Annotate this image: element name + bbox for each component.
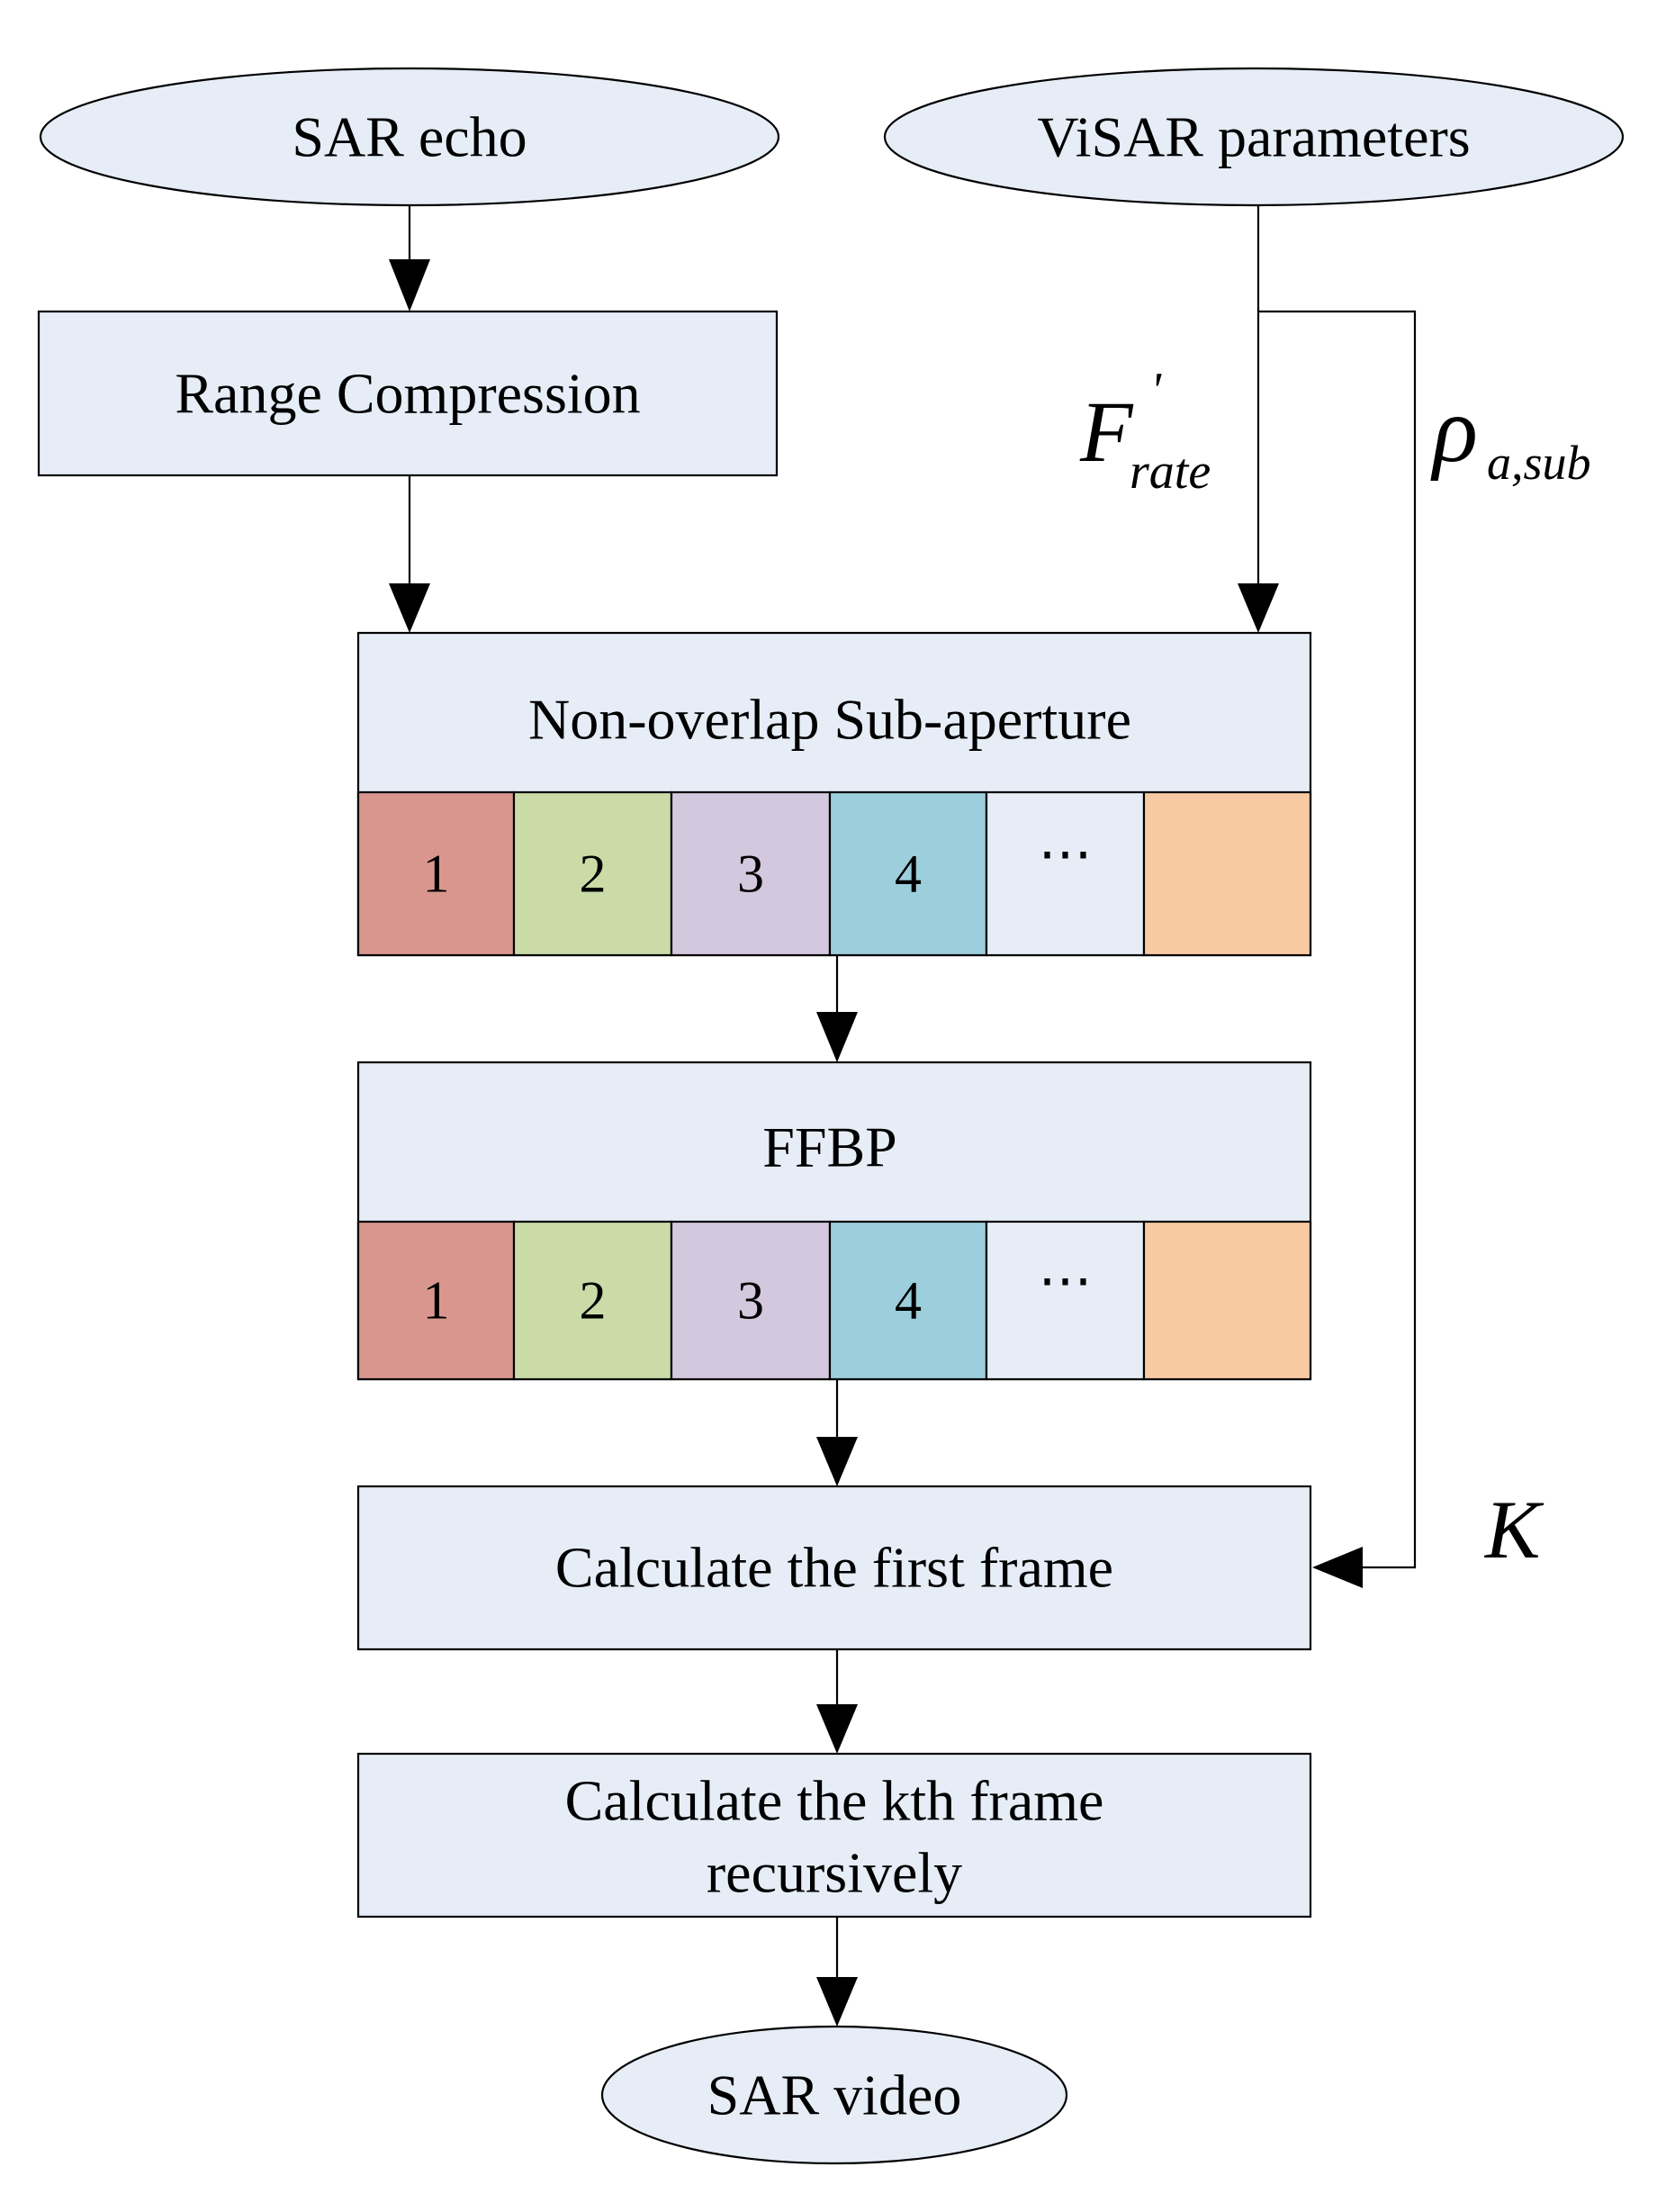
sar-echo-label: SAR echo xyxy=(292,105,527,169)
range-compression-label: Range Compression xyxy=(175,362,640,426)
ffbp-segment-3 xyxy=(670,1220,832,1381)
ffbp-segments: 1 2 3 4 ⋯ xyxy=(356,1220,1312,1381)
sar-video-label: SAR video xyxy=(707,2063,962,2127)
subaperture-segment-label-5: ⋯ xyxy=(1039,825,1093,884)
arrowhead-down xyxy=(816,1012,858,1062)
ffbp-node: FFBP 1 2 3 4 ⋯ xyxy=(356,1061,1312,1381)
sar-echo-node: SAR echo xyxy=(39,67,780,207)
subaperture-segment-label-2: 2 xyxy=(580,844,607,904)
ffbp-label: FFBP xyxy=(762,1115,896,1179)
ffbp-segment-5 xyxy=(985,1220,1146,1381)
arrowhead-down xyxy=(389,583,430,633)
arrowheads xyxy=(389,259,1363,2027)
arrowhead-down xyxy=(816,1437,858,1486)
subaperture-segments: 1 2 3 4 ⋯ xyxy=(356,790,1312,957)
ffbp-segment-label-4: 4 xyxy=(895,1271,922,1331)
arrowhead-down xyxy=(816,1704,858,1754)
kth-frame-label-line1: Calculate the kth frame xyxy=(565,1769,1104,1833)
rho-letter: ρ xyxy=(1430,378,1478,482)
non-overlap-subaperture-label: Non-overlap Sub-aperture xyxy=(528,688,1131,752)
f-rate-symbol: F ' rate xyxy=(1079,363,1211,500)
subaperture-segment-5 xyxy=(985,790,1146,957)
visar-parameters-node: ViSAR parameters xyxy=(883,67,1625,207)
ffbp-segment-1 xyxy=(356,1220,516,1381)
ffbp-segment-label-5: ⋯ xyxy=(1039,1251,1093,1311)
arrowhead-down xyxy=(816,1977,858,2027)
subaperture-segment-label-3: 3 xyxy=(737,844,764,904)
kth-frame-node: Calculate the kth frame recursively xyxy=(356,1752,1312,1919)
rho-subscript: a,sub xyxy=(1487,436,1591,490)
subaperture-segment-3 xyxy=(670,790,832,957)
subaperture-segment-4 xyxy=(828,790,988,957)
arrowhead-left xyxy=(1312,1547,1363,1588)
rho-symbol: ρ a,sub xyxy=(1430,378,1591,490)
ffbp-segment-label-2: 2 xyxy=(580,1271,607,1331)
kth-frame-label-line2: recursively xyxy=(707,1841,962,1905)
sar-video-node: SAR video xyxy=(600,2025,1068,2165)
arrowhead-down xyxy=(389,259,430,311)
subaperture-segment-label-1: 1 xyxy=(423,844,450,904)
visar-parameters-label: ViSAR parameters xyxy=(1037,105,1470,169)
f-rate-prime: ' xyxy=(1150,363,1162,419)
range-compression-node: Range Compression xyxy=(37,310,779,477)
ffbp-segment-6 xyxy=(1142,1220,1312,1381)
f-rate-letter: F xyxy=(1079,384,1134,480)
ffbp-segment-label-3: 3 xyxy=(737,1271,764,1331)
connectors xyxy=(408,205,1417,1979)
k-symbol: K xyxy=(1483,1484,1544,1575)
non-overlap-subaperture-node: Non-overlap Sub-aperture 1 2 3 4 ⋯ xyxy=(356,631,1312,957)
connector-params-to-first-frame xyxy=(1258,310,1417,1569)
subaperture-segment-6 xyxy=(1142,790,1312,957)
subaperture-segment-2 xyxy=(512,790,673,957)
ffbp-segment-4 xyxy=(828,1220,988,1381)
first-frame-label: Calculate the first frame xyxy=(555,1536,1113,1600)
first-frame-node: Calculate the first frame xyxy=(356,1485,1312,1651)
ffbp-segment-label-1: 1 xyxy=(423,1271,450,1331)
subaperture-segment-label-4: 4 xyxy=(895,844,922,904)
f-rate-subscript: rate xyxy=(1130,444,1211,500)
ffbp-segment-2 xyxy=(512,1220,673,1381)
arrowhead-down xyxy=(1238,583,1279,633)
